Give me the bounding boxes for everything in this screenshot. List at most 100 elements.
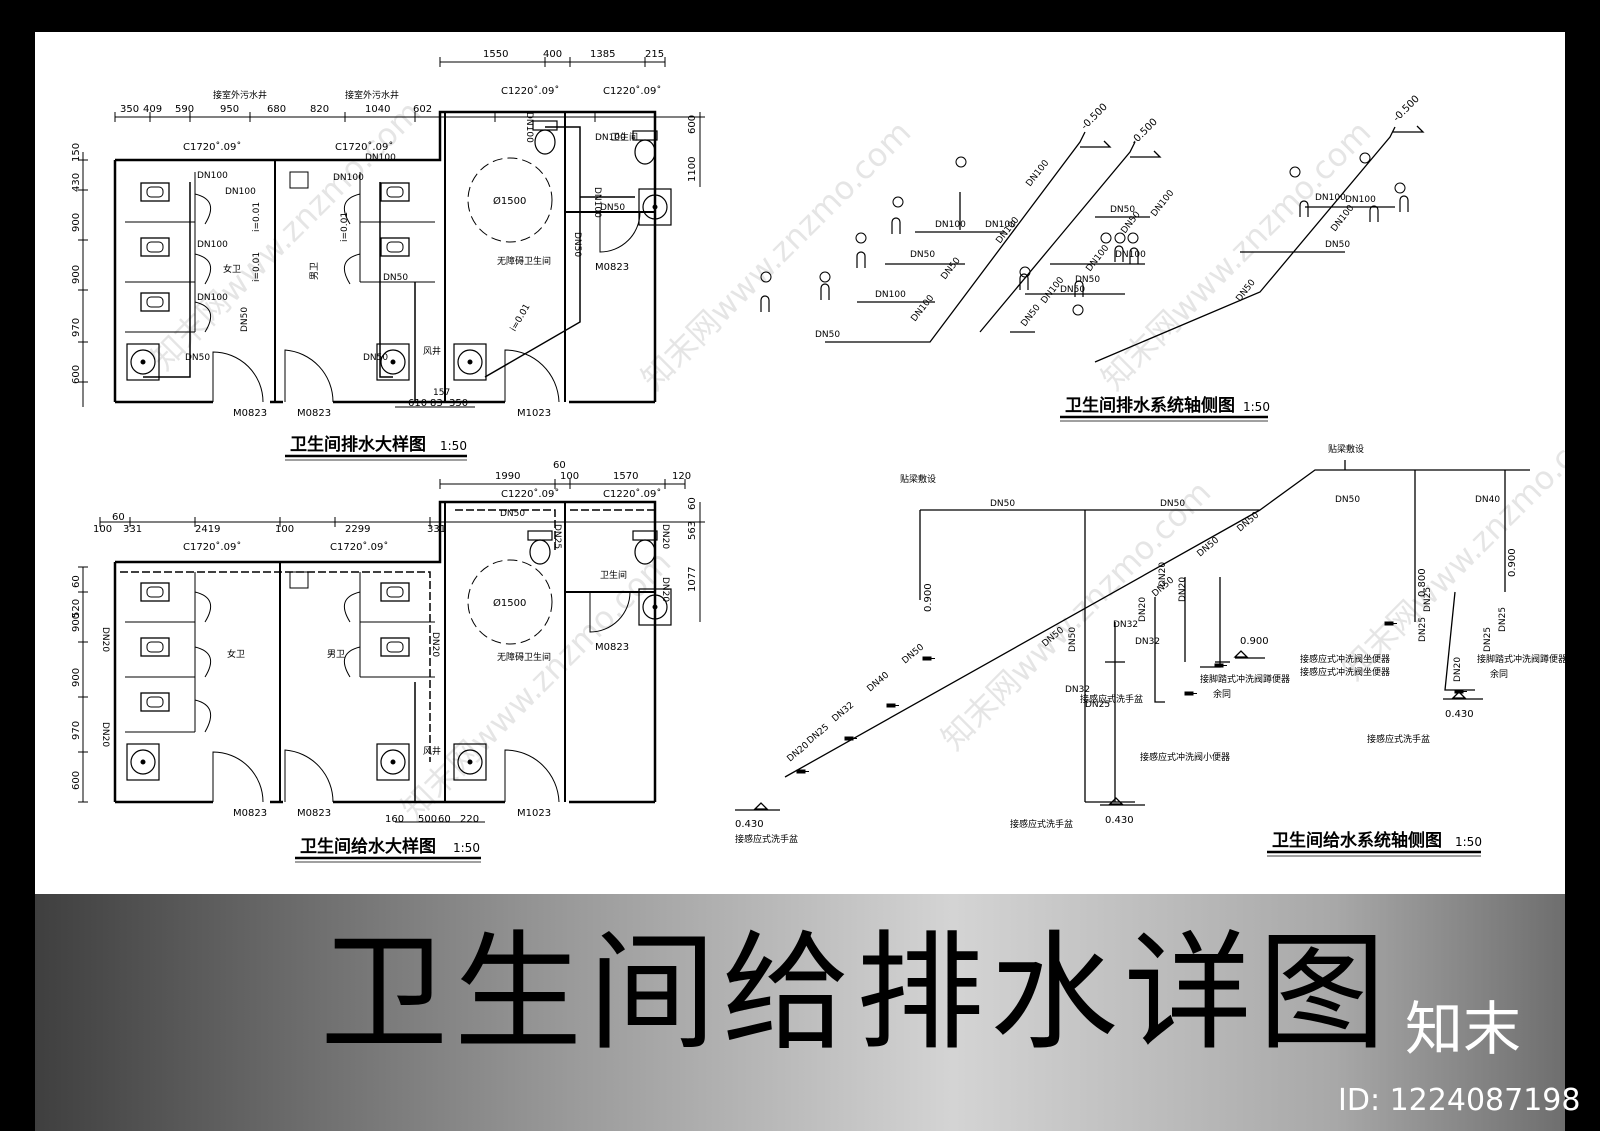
pipe-label: DN100 — [197, 171, 228, 181]
dim-label: 563 — [687, 521, 698, 540]
room-label: 女卫 — [223, 263, 241, 275]
pipe-label: DN25 — [1483, 627, 1493, 652]
drain-axonometric — [760, 125, 1425, 363]
pipe-label: DN20 — [1158, 562, 1168, 587]
pipe-label: DN100 — [197, 240, 228, 250]
circle-label: Ø1500 — [493, 195, 526, 207]
pipe-label: DN100 — [197, 293, 228, 303]
pipe-label: DN25 — [1418, 617, 1428, 642]
drain-plan — [78, 57, 705, 408]
note-label: 接室外污水井 — [213, 89, 267, 101]
dim-label: 160 — [385, 814, 404, 825]
dim-label: 1990 — [495, 471, 520, 482]
dim-label: 430 — [71, 173, 82, 192]
pipe-label: DN100 — [1329, 203, 1356, 234]
pipe-label: DN100 — [1115, 250, 1146, 260]
supply-axonometric — [735, 460, 1530, 811]
dim-label: 1550 — [483, 49, 508, 60]
window-label: C1720˚.09˚ — [330, 541, 388, 553]
drain-plan-text: 卫生间排水大样图 1:50 350 409 590 950 680 820 10… — [71, 49, 698, 461]
title-banner — [35, 894, 1565, 1131]
dim-label: 60 — [438, 814, 451, 825]
pipe-label: DN100 — [1315, 193, 1346, 203]
room-label: 卫生间 — [600, 569, 627, 581]
dim-label: 331 — [123, 524, 142, 535]
room-label: 男卫 — [309, 262, 320, 280]
door-label: M1023 — [517, 808, 551, 819]
dim-label: 331 — [427, 524, 446, 535]
watermark-text: 知末网www.znzmo.com — [394, 543, 679, 828]
pipe-label: DN100 — [875, 290, 906, 300]
dim-label: 1077 — [687, 567, 698, 592]
dim-label: 100 — [275, 524, 294, 535]
dim-label: 350 — [449, 398, 468, 409]
pipe-label: DN50 — [1325, 240, 1350, 250]
pipe-label: DN100 — [1084, 243, 1111, 274]
pipe-label: DN20 — [660, 524, 670, 549]
dim-label: 350 — [120, 104, 139, 115]
dim-label: 100 — [560, 471, 579, 482]
watermark-text: 知末网www.znzmo.com — [634, 113, 919, 398]
dim-label: 900 — [71, 213, 82, 232]
door-label: M0823 — [297, 808, 331, 819]
watermark-text: 知末网www.znzmo.com — [934, 473, 1218, 758]
window-label: C1220˚.09˚ — [501, 488, 559, 500]
dim-label: 2299 — [345, 524, 370, 535]
window-label: C1720˚.09˚ — [335, 141, 393, 153]
panel-title: 卫生间排水系统轴侧图 — [1065, 395, 1235, 416]
pipe-label: DN25 — [1085, 700, 1110, 710]
panel-title: 卫生间排水大样图 — [290, 434, 426, 455]
note-label: 余同 — [1490, 668, 1508, 680]
dim-label: 590 — [175, 104, 194, 115]
window-label: C1220˚.09˚ — [501, 85, 559, 97]
note-label: 接感应式洗手盆 — [1367, 733, 1430, 745]
room-label: 卫生间 — [611, 131, 638, 143]
dim-label: 900 — [71, 668, 82, 687]
supply-plan — [78, 479, 705, 823]
drawing-paper: 知末网www.znzmo.com 知末网www.znzmo.com 知末网www… — [35, 32, 1565, 894]
pipe-label: DN25 — [806, 722, 832, 746]
pipe-label: DN100 — [365, 153, 396, 163]
pipe-label: DN100 — [909, 293, 936, 324]
pipe-label: DN20 — [660, 577, 670, 602]
dim-label: 83 — [430, 398, 443, 409]
pipe-label: DN20 — [100, 722, 110, 747]
dim-label: 1040 — [365, 104, 390, 115]
dim-label: 900 — [71, 265, 82, 284]
note-label: 余同 — [1213, 688, 1231, 700]
level-label: 0.430 — [1105, 815, 1134, 826]
dim-label: 600 — [687, 115, 698, 134]
drawing-title: 卫生间给排水详图 — [320, 919, 1393, 1068]
pipe-label: DN50 — [910, 250, 935, 260]
pipe-label: DN32 — [831, 700, 857, 724]
pipe-label: DN50 — [1234, 278, 1258, 304]
window-label: C1220˚.09˚ — [603, 488, 661, 500]
dim-label: 60 — [71, 575, 82, 588]
dim-label: 602 — [413, 104, 432, 115]
dim-label: 500 — [418, 814, 437, 825]
note-label: 贴梁敷设 — [1328, 443, 1364, 455]
note-label: 接感应式洗手盆 — [735, 833, 798, 845]
dim-label: 220 — [460, 814, 479, 825]
level-label: i=0.01 — [340, 212, 350, 242]
pipe-label: DN50 — [1068, 627, 1078, 652]
pipe-label: DN20 — [1178, 577, 1188, 602]
window-label: C1720˚.09˚ — [183, 541, 241, 553]
window-label: C1220˚.09˚ — [603, 85, 661, 97]
watermark-text: 知末网www.znzmo.com — [144, 93, 429, 378]
dim-label: 520 — [71, 599, 82, 618]
pipe-label: DN20 — [100, 627, 110, 652]
pipe-label: DN20 — [1138, 597, 1148, 622]
pipe-label: DN20 — [1453, 657, 1463, 682]
pipe-label: DN50 — [1160, 499, 1185, 509]
pipe-label: DN25 — [1498, 607, 1508, 632]
note-label: 接脚踏式冲洗阀蹲便器 — [1477, 653, 1565, 665]
room-label: 无障碍卫生间 — [497, 255, 551, 267]
dim-label: 680 — [267, 104, 286, 115]
dim-label: 60 — [687, 497, 698, 510]
room-label: 无障碍卫生间 — [497, 651, 551, 663]
level-label: 0.430 — [1445, 709, 1474, 720]
pipe-label: DN50 — [815, 330, 840, 340]
dim-label: 950 — [220, 104, 239, 115]
room-label: 男卫 — [327, 649, 345, 660]
